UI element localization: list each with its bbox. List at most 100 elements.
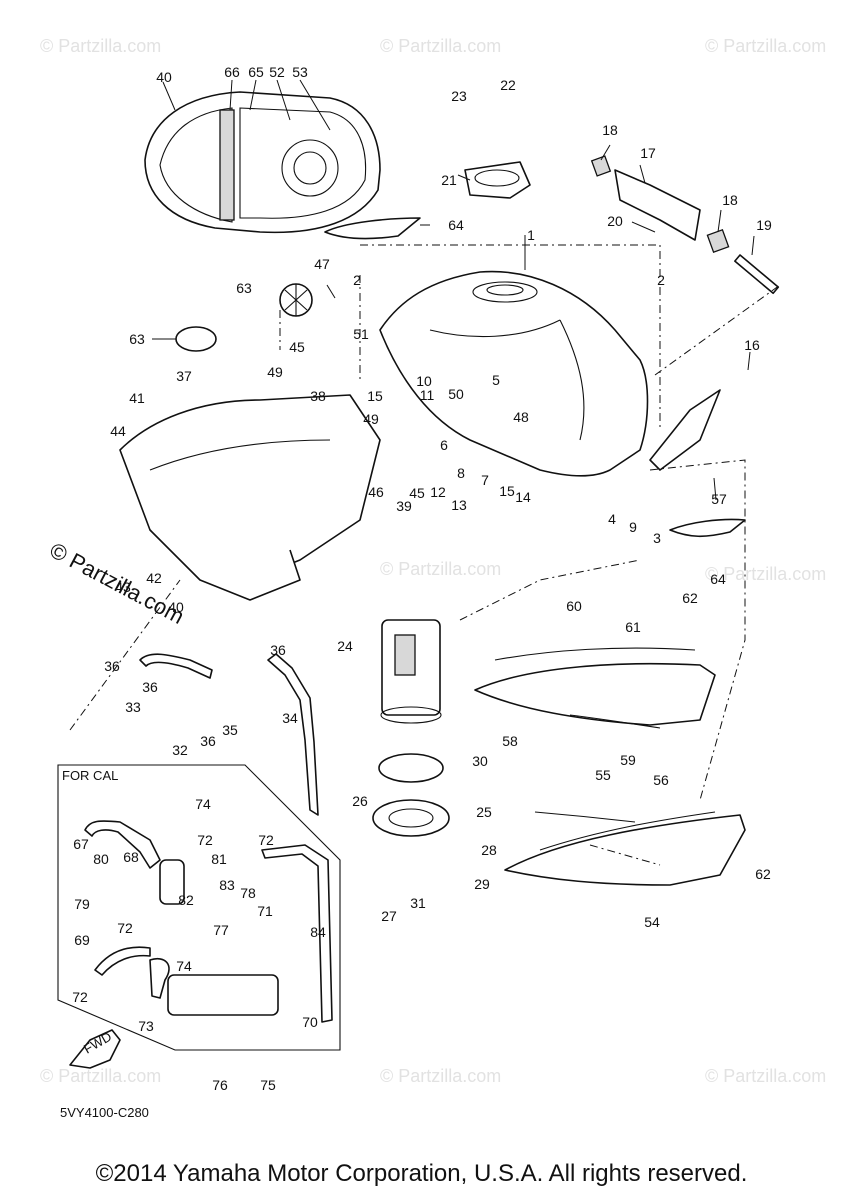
guide-line [649,459,746,801]
callout: 46 [368,484,384,500]
callout: 56 [653,772,669,788]
guide-line [589,844,661,866]
callout: 44 [110,423,126,439]
callout: 66 [224,64,240,80]
callout: 73 [138,1018,154,1034]
callout: 80 [93,851,109,867]
callout: 47 [314,256,330,272]
hose-34 [267,653,319,816]
callout: 6 [440,437,448,453]
callout: 35 [222,722,238,738]
callout: 12 [430,484,446,500]
callout: 63 [236,280,252,296]
callout: 40 [156,69,172,85]
callout: 13 [451,497,467,513]
callout: 19 [756,217,772,233]
callout: 20 [607,213,623,229]
callout: 30 [472,753,488,769]
callout: 49 [363,411,379,427]
callout: 74 [195,796,211,812]
callout: 36 [200,733,216,749]
part-code: 5VY4100-C280 [60,1105,149,1120]
callout: 63 [129,331,145,347]
callout: 48 [513,409,529,425]
side-trim-64 [324,217,421,240]
callout: 83 [219,877,235,893]
watermark: © Partzilla.com [380,36,501,56]
callout: 76 [212,1077,228,1093]
callout: 18 [602,122,618,138]
callout: 36 [270,642,286,658]
side-panel-right [649,389,721,471]
callout: 2 [657,272,665,288]
callout: 75 [260,1077,276,1093]
callout: 78 [240,885,256,901]
callout: 10 [416,373,432,389]
fuel-pump [372,619,450,837]
callout: 62 [682,590,698,606]
callout: 39 [396,498,412,514]
lower-panels [474,647,746,886]
callout: 64 [710,571,726,587]
callout: 53 [292,64,308,80]
callout: 54 [644,914,660,930]
callout: 81 [211,851,227,867]
callout: 17 [640,145,656,161]
callout: 55 [595,767,611,783]
fuel-pump-plate [464,161,531,199]
callout: 74 [176,958,192,974]
callout: 41 [129,390,145,406]
callout: 72 [117,920,133,936]
hose-33 [139,653,213,679]
callouts: 1 2 2 3 4 5 6 7 8 9 10 11 12 13 14 15 15… [72,64,772,1093]
guide-line [360,244,661,430]
callout: 65 [248,64,264,80]
callout: 4 [608,511,616,527]
emblem [175,283,313,352]
guide-line [459,559,641,621]
callout: 3 [653,530,661,546]
callout: 42 [146,570,162,586]
callout: 64 [448,217,464,233]
side-cover-left [119,394,381,601]
for-cal-section: FOR CAL [57,764,341,1051]
callout: 15 [499,483,515,499]
callout: 45 [289,339,305,355]
callout: 38 [310,388,326,404]
callout: 21 [441,172,457,188]
callout: 28 [481,842,497,858]
callout: 72 [258,832,274,848]
side-trim-right [669,518,746,538]
callout: 1 [527,227,535,243]
tank-cover-top-view [144,91,381,234]
callout: 36 [104,658,120,674]
callout: 27 [381,908,397,924]
callout: 33 [125,699,141,715]
callout: 34 [282,710,298,726]
callout: 62 [755,866,771,882]
callout: 43 [115,579,131,595]
fwd-arrow: FWD [69,1029,121,1069]
section-label: FOR CAL [62,768,118,783]
callout: 57 [711,491,727,507]
callout: 2 [353,272,361,288]
guide-line [654,284,781,376]
callout: 69 [74,932,90,948]
watermark: © Partzilla.com [380,559,501,579]
callout: 70 [302,1014,318,1030]
watermark: © Partzilla.com [705,1066,826,1086]
callout: 77 [213,922,229,938]
watermark: © Partzilla.com [380,1066,501,1086]
callout: 14 [515,489,531,505]
callout: 49 [267,364,283,380]
callout: 29 [474,876,490,892]
callout: 79 [74,896,90,912]
callout: 23 [451,88,467,104]
watermark: © Partzilla.com [40,1066,161,1086]
callout: 40 [168,599,184,615]
callout: 5 [492,372,500,388]
callout: 7 [481,472,489,488]
callout: 16 [744,337,760,353]
callout: 32 [172,742,188,758]
